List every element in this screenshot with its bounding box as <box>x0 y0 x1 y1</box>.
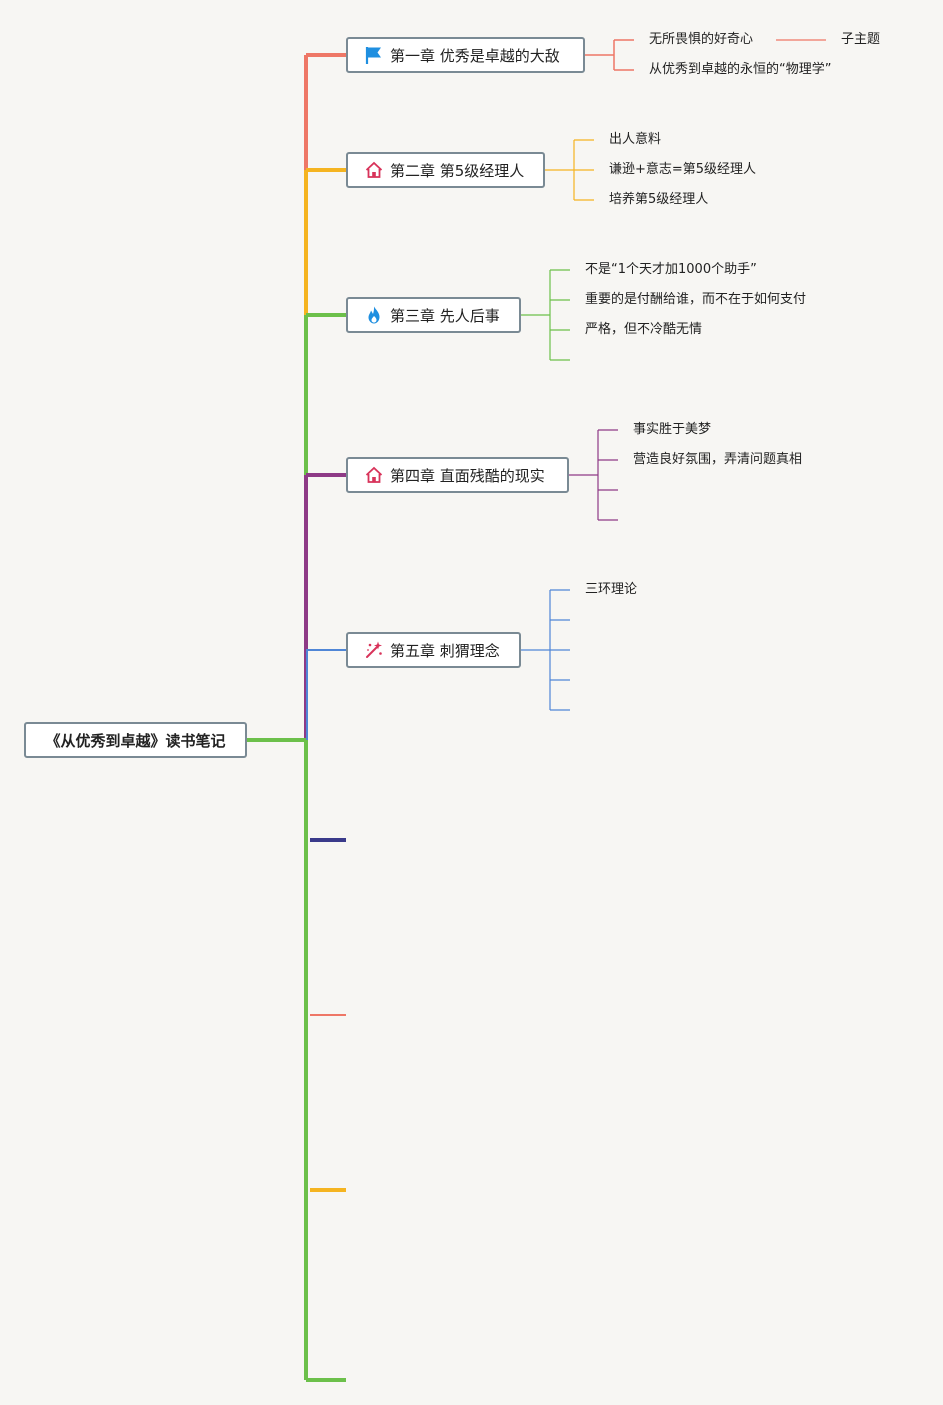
chapter-5-label: 第五章 刺猬理念 <box>390 641 500 660</box>
chapter-3-label: 第三章 先人后事 <box>390 306 500 325</box>
chapter-2-label: 第二章 第5级经理人 <box>390 161 525 180</box>
chapter-4-label: 第四章 直面残酷的现实 <box>390 466 545 485</box>
chapter-4-subtopic-1[interactable]: 事实胜于美梦 <box>633 422 712 437</box>
chapter-2-subtopic-2[interactable]: 谦逊+意志=第5级经理人 <box>609 162 757 177</box>
sparkle-wand-icon <box>364 640 384 660</box>
chapter-3-topic[interactable]: 第三章 先人后事 <box>346 297 521 333</box>
chapter-3-subtopic-1[interactable]: 不是“1个天才加1000个助手” <box>585 262 757 277</box>
chapter-5-topic[interactable]: 第五章 刺猬理念 <box>346 632 521 668</box>
chapter-2-subtopic-1[interactable]: 出人意料 <box>609 132 662 147</box>
chapter-1-subtopic-1[interactable]: 无所畏惧的好奇心 <box>649 32 754 47</box>
home-icon <box>364 465 384 485</box>
flag-icon <box>364 45 384 65</box>
chapter-2-subtopic-3[interactable]: 培养第5级经理人 <box>609 192 709 207</box>
chapter-4-subtopic-2[interactable]: 营造良好氛围，弄清问题真相 <box>633 452 803 467</box>
flame-icon <box>364 305 384 325</box>
chapter-1-subtopic-2[interactable]: 从优秀到卓越的永恒的“物理学” <box>649 62 832 77</box>
root-topic[interactable]: 《从优秀到卓越》读书笔记 <box>24 722 247 758</box>
chapter-2-topic[interactable]: 第二章 第5级经理人 <box>346 152 545 188</box>
home-icon <box>364 160 384 180</box>
chapter-4-topic[interactable]: 第四章 直面残酷的现实 <box>346 457 569 493</box>
chapter-1-grandchild-subtopic[interactable]: 子主题 <box>841 32 881 47</box>
chapter-3-subtopic-3[interactable]: 严格，但不冷酷无情 <box>585 322 703 337</box>
chapter-5-subtopic-1[interactable]: 三环理论 <box>585 582 638 597</box>
root-topic-label: 《从优秀到卓越》读书笔记 <box>45 731 226 750</box>
chapter-3-subtopic-2[interactable]: 重要的是付酬给谁，而不在于如何支付 <box>585 292 807 307</box>
chapter-1-label: 第一章 优秀是卓越的大敌 <box>390 46 560 65</box>
chapter-1-topic[interactable]: 第一章 优秀是卓越的大敌 <box>346 37 585 73</box>
